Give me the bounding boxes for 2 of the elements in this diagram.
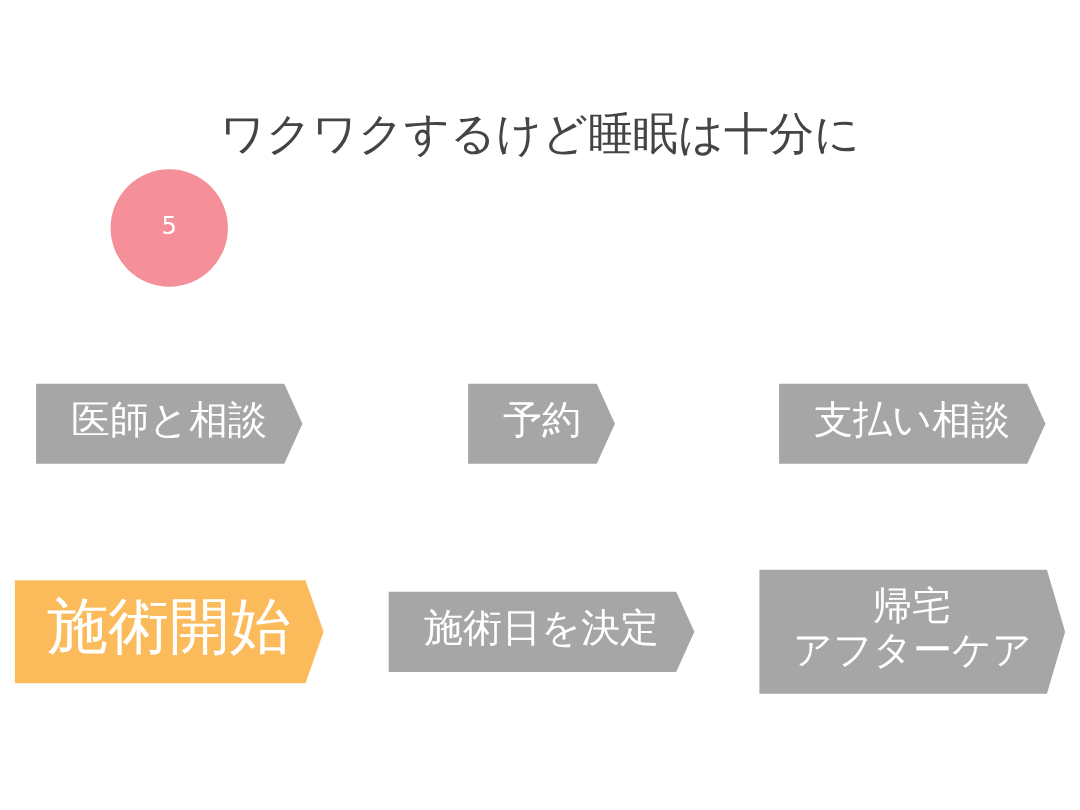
diagram-title: ワクワクするけど睡眠は十分に	[220, 107, 860, 161]
node-circle: 5	[110, 169, 228, 287]
